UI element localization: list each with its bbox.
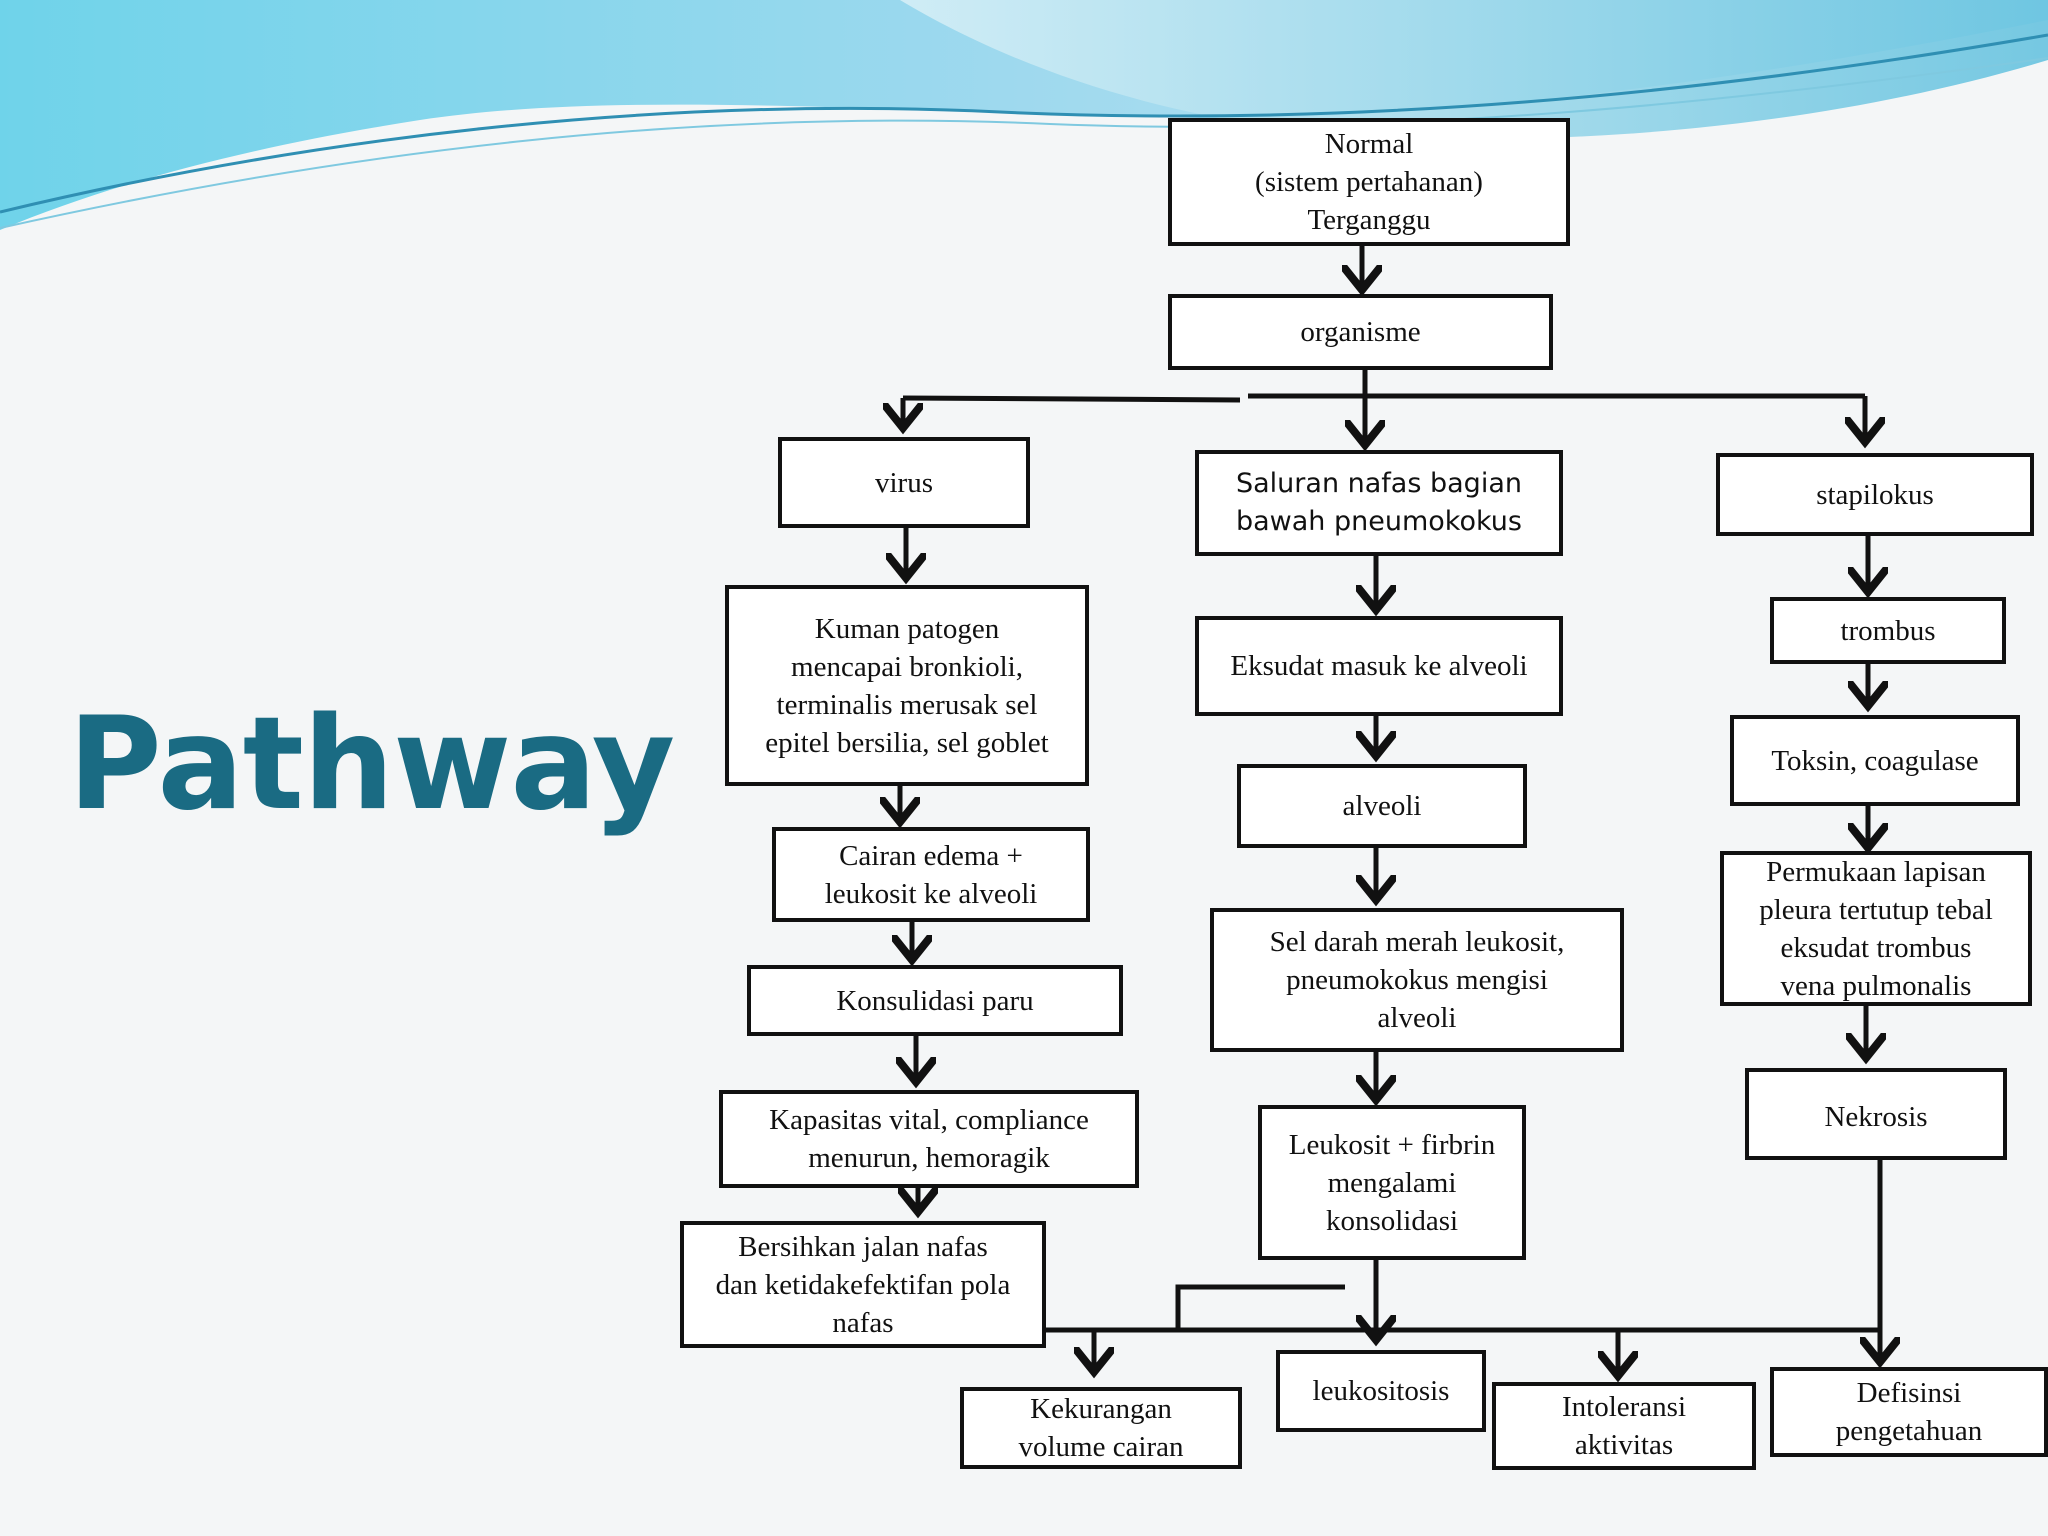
node-leukositosis: leukositosis — [1276, 1350, 1486, 1432]
node-normal: Normal (sistem pertahanan) Terganggu — [1168, 118, 1570, 246]
node-kuman: Kuman patogen mencapai bronkioli, termin… — [725, 585, 1089, 786]
node-organisme: organisme — [1168, 294, 1553, 370]
node-saluran: Saluran nafas bagian bawah pneumokokus — [1195, 450, 1563, 556]
node-stapilokus: stapilokus — [1716, 453, 2034, 536]
node-cairan: Cairan edema + leukosit ke alveoli — [772, 827, 1090, 922]
node-permukaan: Permukaan lapisan pleura tertutup tebal … — [1720, 851, 2032, 1006]
node-kapasitas: Kapasitas vital, compliance menurun, hem… — [719, 1090, 1139, 1188]
node-leukosit-fibrin: Leukosit + firbrin mengalami konsolidasi — [1258, 1105, 1526, 1260]
node-intoleransi: Intoleransi aktivitas — [1492, 1382, 1756, 1470]
node-virus: virus — [778, 437, 1030, 528]
line-step-left — [1045, 1284, 1345, 1333]
wave-right-band — [900, 0, 2048, 139]
node-kekurangan: Kekurangan volume cairan — [960, 1387, 1242, 1469]
slide-title: Pathway — [68, 690, 675, 839]
node-trombus: trombus — [1770, 597, 2006, 664]
node-toksin: Toksin, coagulase — [1730, 715, 2020, 806]
node-konsulidasi: Konsulidasi paru — [747, 965, 1123, 1036]
wave-line-2 — [0, 57, 2048, 229]
node-defisinsi: Defisinsi pengetahuan — [1770, 1367, 2048, 1457]
wave-line-1 — [0, 33, 2048, 214]
line-branch-bar — [902, 395, 1241, 403]
node-alveoli: alveoli — [1237, 764, 1527, 848]
node-bersihkan: Bersihkan jalan nafas dan ketidakefektif… — [680, 1221, 1046, 1348]
node-eksudat: Eksudat masuk ke alveoli — [1195, 616, 1563, 716]
node-seldarah: Sel darah merah leukosit, pneumokokus me… — [1210, 908, 1624, 1052]
node-nekrosis: Nekrosis — [1745, 1068, 2007, 1160]
